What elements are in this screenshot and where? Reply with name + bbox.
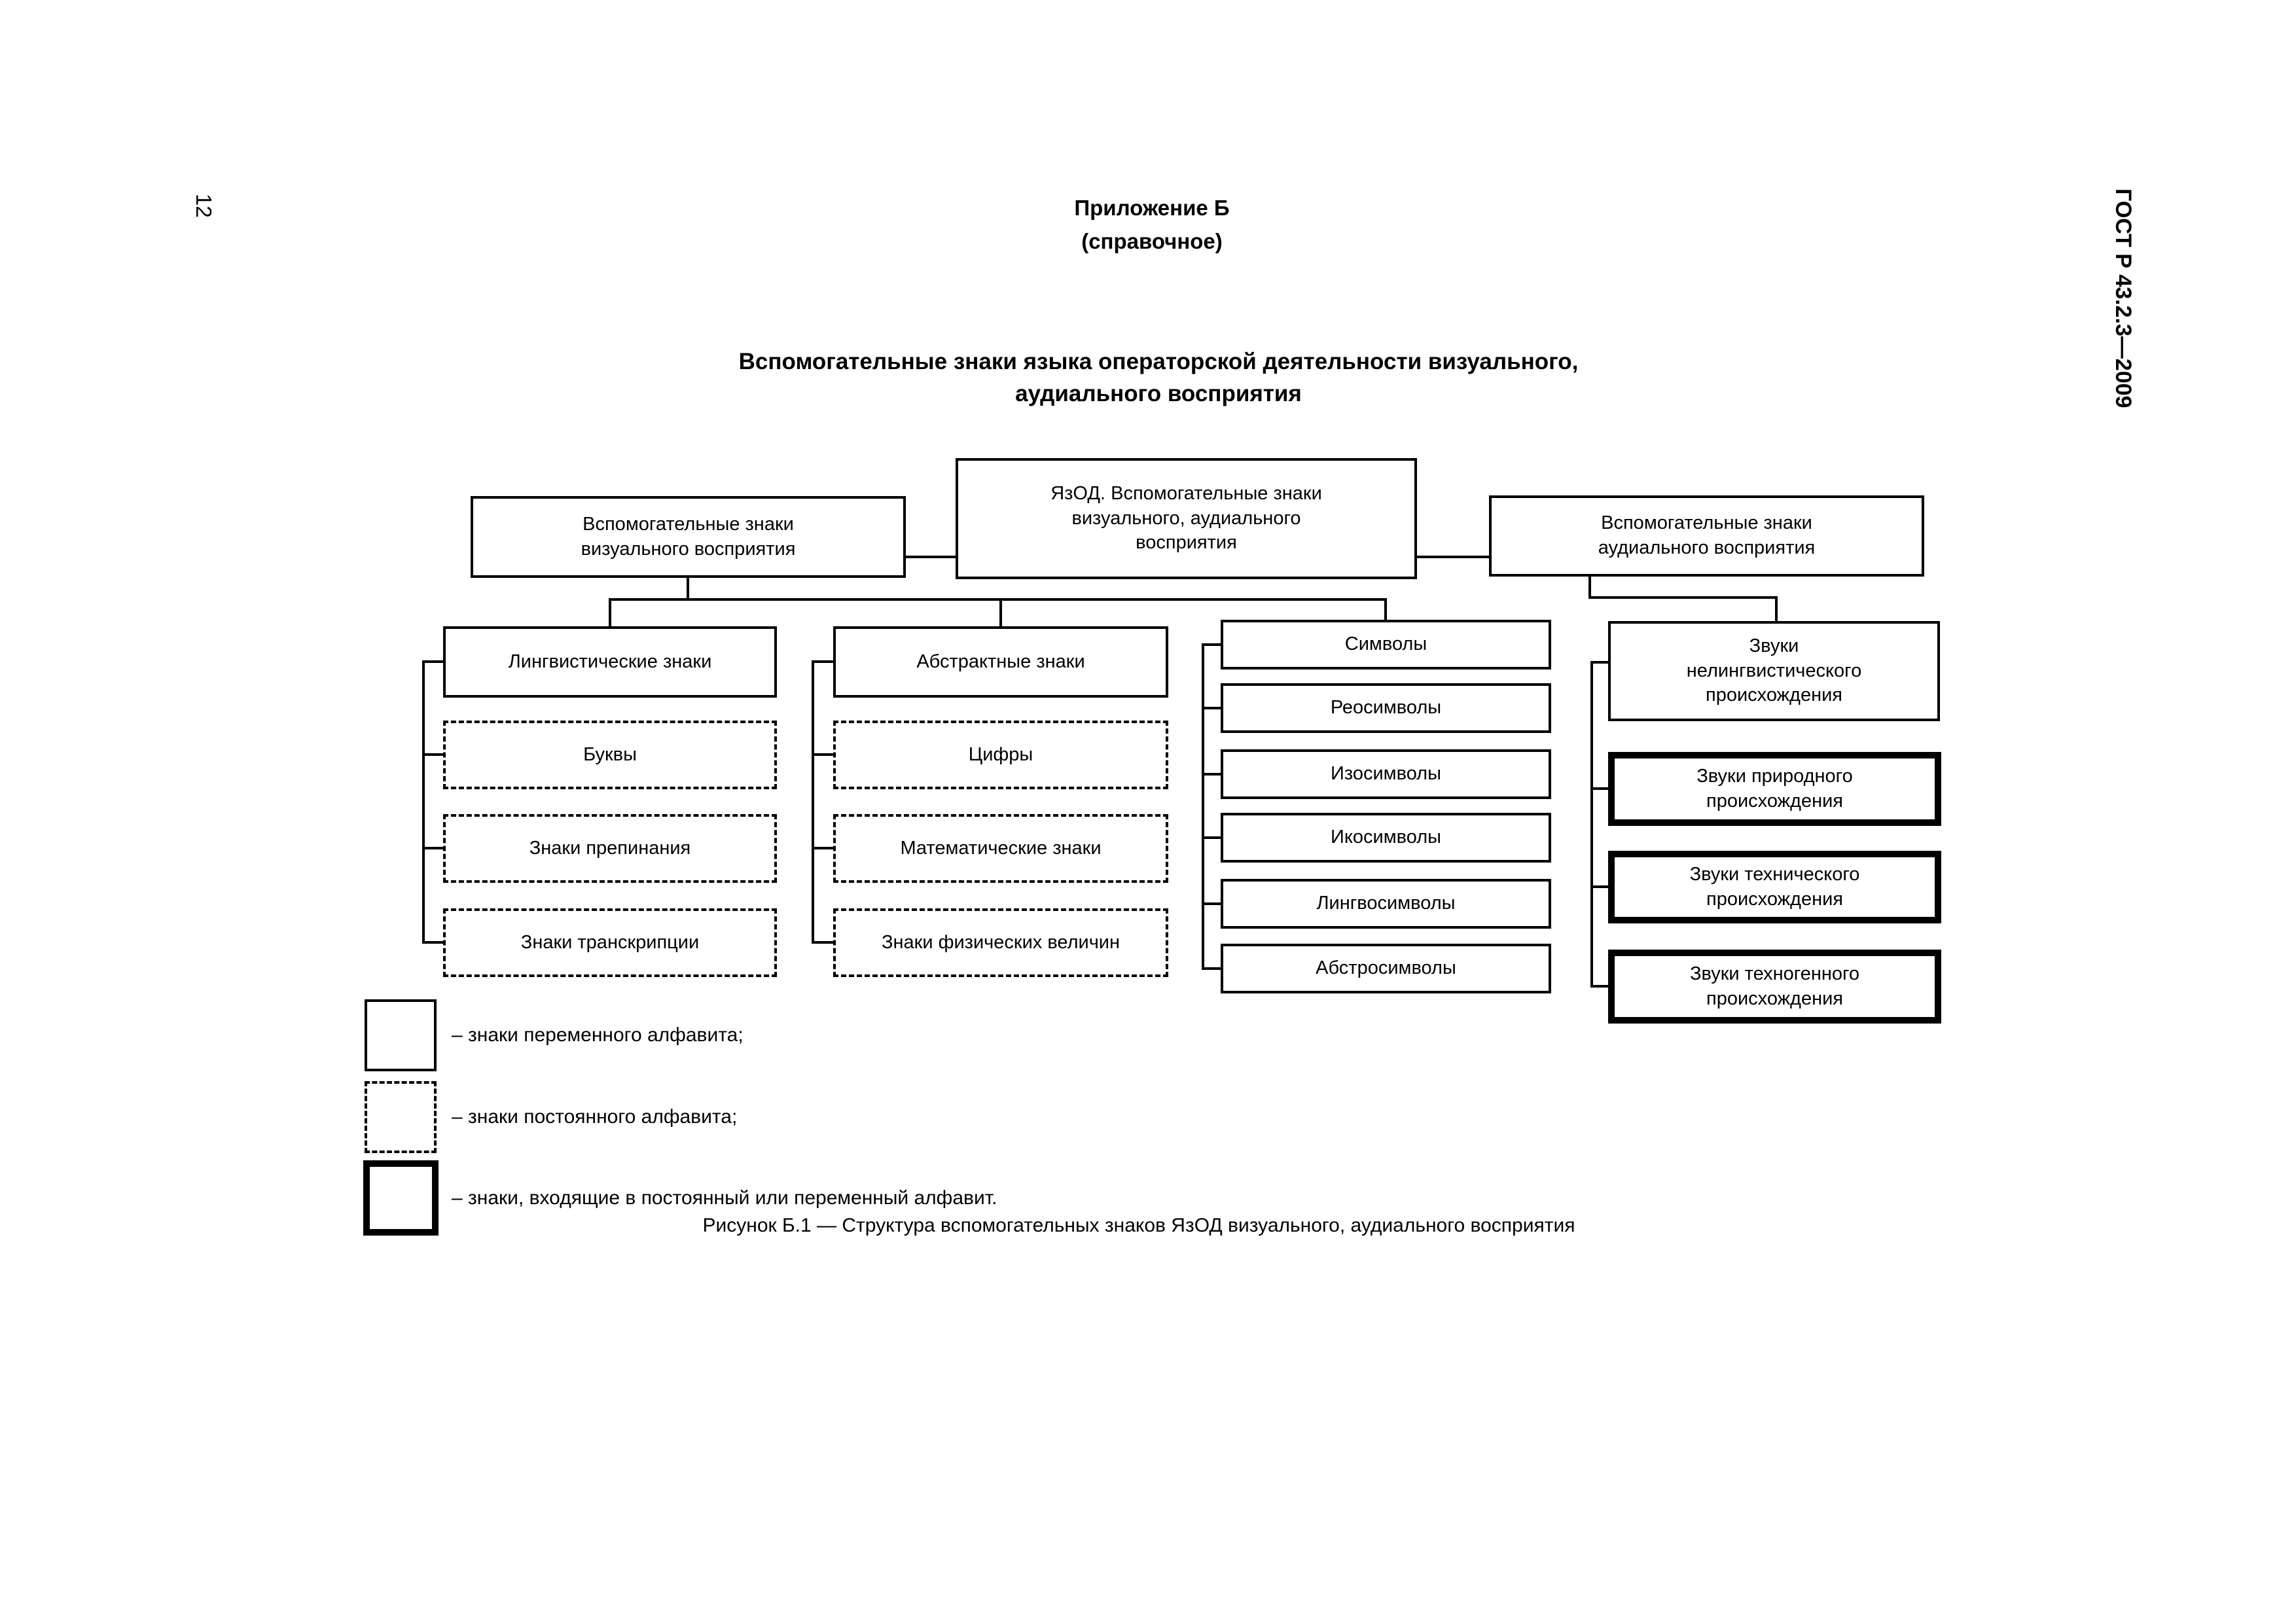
connector-line <box>812 660 833 663</box>
page-number: 12 <box>192 194 216 218</box>
transcription-signs-box: Знаки транскрипции <box>443 908 777 977</box>
connector-line <box>906 556 956 558</box>
physical-quantity-signs-box: Знаки физических величин <box>833 908 1168 977</box>
appendix-title: Приложение Б <box>1074 196 1230 220</box>
connector-line <box>1417 556 1489 558</box>
connector-line <box>1202 773 1221 776</box>
connector-line <box>609 598 611 626</box>
connector-line <box>1202 643 1221 646</box>
connector-line <box>1202 836 1221 839</box>
technical-sounds-box: Звуки технического происхождения <box>1608 851 1941 923</box>
connector-line <box>1202 643 1204 970</box>
root-box: ЯзОД. Вспомогательные знаки визуального,… <box>956 458 1417 579</box>
legend-constant-alphabet-swatch <box>365 1081 437 1153</box>
math-signs-box: Математические знаки <box>833 814 1168 883</box>
linguistic-signs-header-box: Лингвистические знаки <box>443 626 777 698</box>
connector-line <box>812 660 814 944</box>
linguosymbols-box: Лингвосимволы <box>1221 879 1551 929</box>
document-title: Вспомогательные знаки языка операторской… <box>524 346 1793 410</box>
abstract-signs-header-box: Абстрактные знаки <box>833 626 1168 698</box>
connector-line <box>422 847 443 849</box>
connector-line <box>422 753 443 756</box>
standard-reference: ГОСТ Р 43.2.3—2009 <box>2111 188 2136 408</box>
connector-line <box>1202 967 1221 970</box>
connector-line <box>1775 596 1778 621</box>
isosymbols-box: Изосимволы <box>1221 749 1551 799</box>
connector-line <box>1590 661 1608 664</box>
appendix-heading: Приложение Б (справочное) <box>929 191 1374 258</box>
legend-variable-alphabet-label: – знаки переменного алфавита; <box>452 1024 744 1046</box>
connector-line <box>1202 707 1221 709</box>
letters-box: Буквы <box>443 721 777 789</box>
nonlinguistic-sounds-header-box: Звуки нелингвистического происхождения <box>1608 621 1940 721</box>
natural-sounds-box: Звуки природного происхождения <box>1608 752 1941 826</box>
punctuation-signs-box: Знаки препинания <box>443 814 777 883</box>
connector-line <box>422 660 443 663</box>
connector-line <box>609 598 1387 601</box>
connector-line <box>1590 787 1608 790</box>
connector-line <box>812 753 833 756</box>
visual-signs-box: Вспомогательные знаки визуального воспри… <box>471 496 906 578</box>
legend-constant-alphabet-label: – знаки постоянного алфавита; <box>452 1106 738 1128</box>
connector-line <box>687 578 689 599</box>
connector-line <box>812 941 833 944</box>
document-title-line2: аудиального восприятия <box>1015 381 1302 406</box>
connector-line <box>1590 985 1608 988</box>
connector-line <box>1588 596 1778 599</box>
legend-both-alphabets-label: – знаки, входящие в постоянный или перем… <box>452 1186 997 1209</box>
connector-line <box>812 847 833 849</box>
abstrosymbols-box: Абстросимволы <box>1221 944 1551 993</box>
connector-line <box>1588 577 1591 597</box>
legend-both-alphabets-swatch <box>363 1160 439 1236</box>
connector-line <box>1202 902 1221 905</box>
connector-line <box>1590 885 1608 888</box>
symbols-header-box: Символы <box>1221 620 1551 669</box>
connector-line <box>1384 598 1387 620</box>
technogenic-sounds-box: Звуки техногенного происхождения <box>1608 950 1941 1024</box>
connector-line <box>1590 661 1593 988</box>
figure-caption: Рисунок Б.1 — Структура вспомогательных … <box>702 1215 1575 1236</box>
connector-line <box>422 941 443 944</box>
legend-variable-alphabet-swatch <box>365 999 437 1071</box>
connector-line <box>422 660 425 944</box>
icosymbols-box: Икосимволы <box>1221 813 1551 863</box>
connector-line <box>999 598 1002 626</box>
appendix-subtitle: (справочное) <box>1081 229 1223 254</box>
reosymbols-box: Реосимволы <box>1221 683 1551 733</box>
audio-signs-box: Вспомогательные знаки аудиального воспри… <box>1489 495 1924 577</box>
document-title-line1: Вспомогательные знаки языка операторской… <box>738 349 1579 374</box>
digits-box: Цифры <box>833 721 1168 789</box>
